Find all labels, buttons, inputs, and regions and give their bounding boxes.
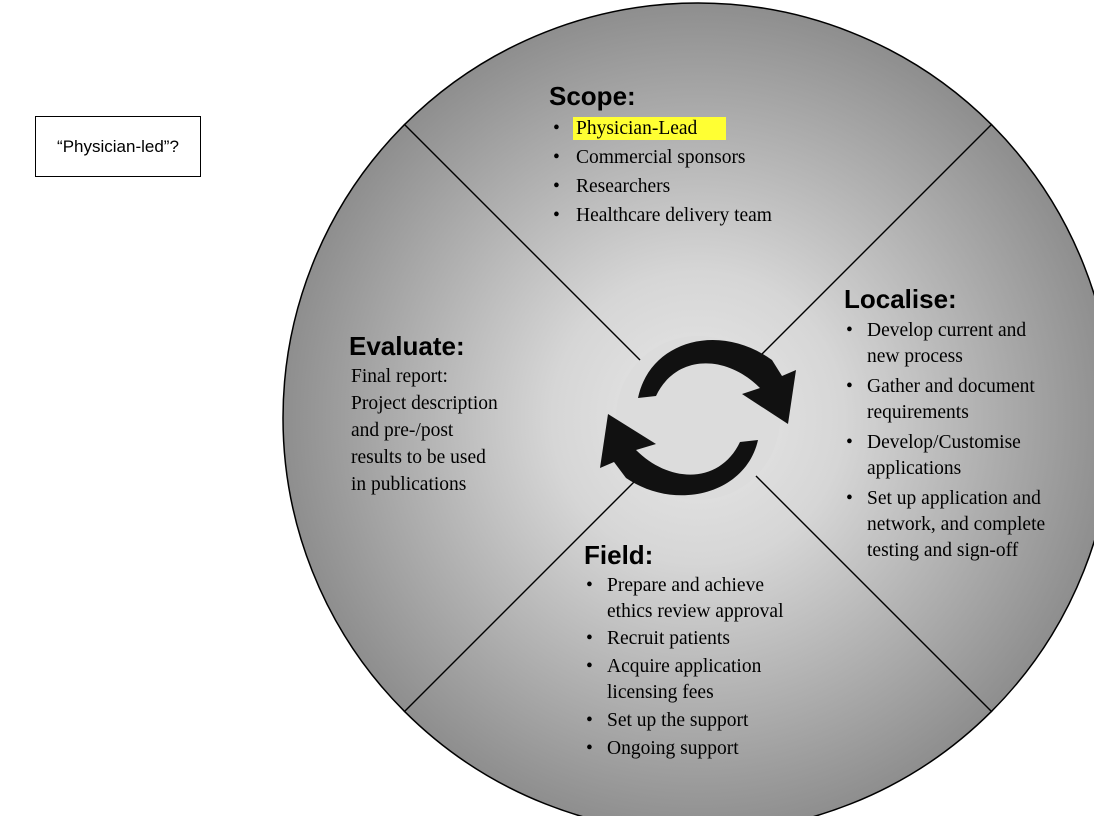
field-bullet: Set up the support <box>607 710 749 731</box>
comment-text: “Physician-led”? <box>57 136 179 156</box>
field-bullet: Ongoing support <box>607 738 739 759</box>
localise-bullet-cont: testing and sign-off <box>867 540 1019 561</box>
cycle-arrows-icon <box>600 336 796 500</box>
field-bullet-cont: licensing fees <box>607 682 714 703</box>
section-field: Field: • Prepare and achieve ethics revi… <box>584 540 784 759</box>
localise-bullet: Set up application and <box>867 488 1041 509</box>
scope-bullet: Physician-Lead <box>576 118 698 139</box>
field-bullet-cont: ethics review approval <box>607 601 784 622</box>
evaluate-line: Project description <box>351 393 498 414</box>
highlight-mark <box>573 117 726 140</box>
comment-box: “Physician-led”? <box>35 116 201 177</box>
bullet-dot: • <box>586 710 593 731</box>
bullet-dot: • <box>553 147 560 168</box>
evaluate-line: results to be used <box>351 447 486 468</box>
evaluate-line: in publications <box>351 474 466 495</box>
section-scope: Scope: • Physician-Lead • Commercial spo… <box>549 81 772 226</box>
scope-bullet: Researchers <box>576 176 670 197</box>
bullet-dot: • <box>846 488 853 509</box>
bullet-dot: • <box>586 575 593 596</box>
field-bullet: Recruit patients <box>607 628 730 649</box>
scope-heading: Scope: <box>549 81 636 111</box>
field-bullet: Prepare and achieve <box>607 575 764 596</box>
bullet-dot: • <box>586 656 593 677</box>
localise-bullet-cont: network, and complete <box>867 514 1045 535</box>
evaluate-heading: Evaluate: <box>349 331 465 361</box>
localise-bullet: Gather and document <box>867 376 1035 397</box>
bullet-dot: • <box>846 320 853 341</box>
field-heading: Field: <box>584 540 653 570</box>
bullet-dot: • <box>553 205 560 226</box>
bullet-dot: • <box>586 738 593 759</box>
localise-bullet-cont: applications <box>867 458 961 479</box>
bullet-dot: • <box>553 118 560 139</box>
evaluate-line: and pre-/post <box>351 420 454 441</box>
scope-bullet: Healthcare delivery team <box>576 205 772 226</box>
field-bullet: Acquire application <box>607 656 762 677</box>
section-evaluate: Evaluate: Final report: Project descript… <box>349 331 498 495</box>
localise-heading: Localise: <box>844 284 957 314</box>
bullet-dot: • <box>846 432 853 453</box>
section-localise: Localise: • Develop current and new proc… <box>844 284 1045 561</box>
scope-bullet: Commercial sponsors <box>576 147 746 168</box>
bullet-dot: • <box>586 628 593 649</box>
localise-bullet: Develop/Customise <box>867 432 1021 453</box>
localise-bullet-cont: new process <box>867 346 963 367</box>
bullet-dot: • <box>553 176 560 197</box>
evaluate-line: Final report: <box>351 366 448 387</box>
bullet-dot: • <box>846 376 853 397</box>
localise-bullet-cont: requirements <box>867 402 969 423</box>
localise-bullet: Develop current and <box>867 320 1026 341</box>
